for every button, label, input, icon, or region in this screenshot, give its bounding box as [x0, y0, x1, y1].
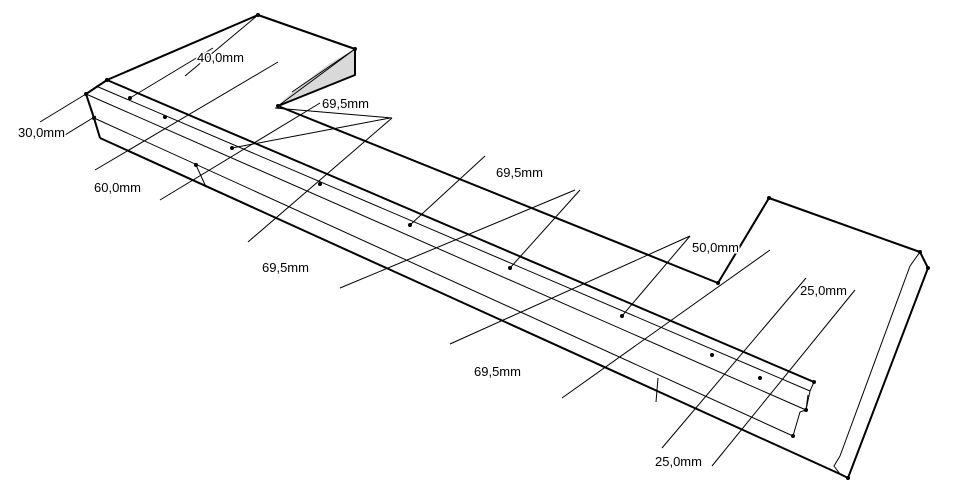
dim-label-69-bottom-mid: 69,5mm: [474, 364, 521, 379]
dim-label-30: 30,0mm: [18, 125, 65, 140]
dim-label-69-top-mid: 69,5mm: [496, 165, 543, 180]
dim-label-25-right: 25,0mm: [800, 283, 847, 298]
dimension-lines: [39, 14, 856, 467]
dimension-labels: 30,0mm 40,0mm 60,0mm 69,5mm 69,5mm 69,5m…: [17, 49, 849, 471]
dim-label-25-bottom: 25,0mm: [655, 454, 702, 469]
dim-label-69-bottom-left: 69,5mm: [262, 260, 309, 275]
dim-label-50: 50,0mm: [692, 240, 739, 255]
model-edges: [84, 13, 930, 480]
dim-label-40: 40,0mm: [197, 50, 244, 65]
dim-label-60: 60,0mm: [94, 180, 141, 195]
dim-label-69-top-left: 69,5mm: [322, 96, 369, 111]
